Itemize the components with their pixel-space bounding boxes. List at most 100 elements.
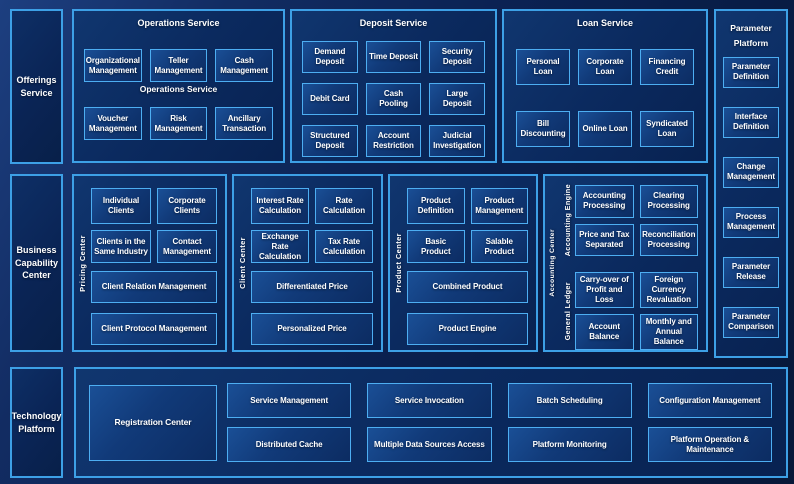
monthly-annual-balance-box: Monthly and Annual Balance (639, 314, 698, 350)
process-management-box: Process Management (723, 206, 779, 238)
deposit-row-1: Demand Deposit Time Deposit Security Dep… (302, 41, 486, 73)
online-loan-box: Online Loan (578, 111, 632, 147)
general-ledger-group: General Ledger Carry-over of Profit and … (559, 272, 698, 350)
configuration-management-box: Configuration Management (647, 383, 772, 418)
account-balance-box: Account Balance (575, 314, 634, 350)
clearing-processing-box: Clearing Processing (639, 185, 698, 218)
pricing-center-side-label: Pricing Center (78, 234, 87, 292)
accounting-center-side-label: Accounting Center (548, 229, 556, 297)
multiple-data-sources-access-box: Multiple Data Sources Access (367, 427, 492, 462)
offerings-service-label: Offerings Service (10, 9, 63, 164)
platform-monitoring-box: Platform Monitoring (507, 427, 632, 462)
interface-definition-box: Interface Definition (723, 106, 779, 138)
client-relation-management-box: Client Relation Management (91, 271, 217, 303)
exchange-rate-calculation-box: Exchange Rate Calculation (251, 230, 309, 263)
contact-management-box: Contact Management (157, 230, 217, 263)
large-deposit-box: Large Deposit (429, 83, 486, 115)
account-restriction-box: Account Restriction (365, 125, 422, 157)
basic-product-box: Basic Product (407, 230, 465, 263)
pricing-center-panel: Pricing Center Individual Clients Corpor… (72, 174, 227, 352)
pricing-center-content: Individual Clients Corporate Clients Cli… (91, 176, 225, 350)
product-row-1: Product Definition Product Management (407, 188, 528, 224)
reconciliation-processing-box: Reconciliation Processing (639, 223, 698, 256)
service-invocation-box: Service Invocation (367, 383, 492, 418)
registration-center-box: Registration Center (89, 384, 217, 461)
accounting-engine-grid: Accounting Processing Clearing Processin… (575, 185, 698, 256)
operations-service-panel: Operations Service Organizational Manage… (72, 9, 285, 163)
product-center-content: Product Definition Product Management Ba… (407, 176, 536, 350)
product-engine-box: Product Engine (407, 313, 528, 345)
distributed-cache-box: Distributed Cache (227, 427, 352, 462)
client-center-panel: Client Center Interest Rate Calculation … (232, 174, 383, 352)
personal-loan-box: Personal Loan (516, 49, 570, 85)
accounting-engine-side-label: Accounting Engine (562, 184, 572, 257)
batch-scheduling-box: Batch Scheduling (507, 383, 632, 418)
cash-pooling-box: Cash Pooling (365, 83, 422, 115)
technology-column-3: Batch Scheduling Platform Monitoring (507, 383, 632, 462)
personalized-price-box: Personalized Price (251, 313, 373, 345)
parameter-comparison-box: Parameter Comparison (723, 306, 779, 338)
operations-service-title: Operations Service (137, 18, 220, 28)
client-row-2: Exchange Rate Calculation Tax Rate Calcu… (251, 230, 373, 263)
carry-over-profit-loss-box: Carry-over of Profit and Loss (575, 272, 634, 308)
accounting-center-panel: Accounting Center Accounting Engine Acco… (543, 174, 708, 352)
time-deposit-box: Time Deposit (365, 41, 422, 73)
combined-product-box: Combined Product (407, 271, 528, 303)
financing-credit-box: Financing Credit (640, 49, 694, 85)
tax-rate-calculation-box: Tax Rate Calculation (315, 230, 373, 263)
deposit-row-3: Structured Deposit Account Restriction J… (302, 125, 486, 157)
bill-discounting-box: Bill Discounting (516, 111, 570, 147)
operations-row-2: Voucher Management Risk Management Ancil… (84, 107, 274, 140)
accounting-engine-group: Accounting Engine Accounting Processing … (559, 184, 698, 257)
general-ledger-grid: Carry-over of Profit and Loss Foreign Cu… (575, 272, 698, 350)
parameter-platform-panel: Parameter Platform Parameter Definition … (714, 9, 788, 358)
price-and-tax-separated-box: Price and Tax Separated (575, 223, 634, 256)
product-row-2: Basic Product Salable Product (407, 230, 528, 263)
product-center-side-label: Product Center (394, 233, 403, 293)
loan-service-title: Loan Service (576, 18, 634, 28)
operations-row-1: Organizational Management Teller Managem… (84, 49, 274, 82)
client-center-content: Interest Rate Calculation Rate Calculati… (251, 176, 381, 350)
loan-row-1: Personal Loan Corporate Loan Financing C… (516, 49, 694, 85)
demand-deposit-box: Demand Deposit (302, 41, 358, 73)
product-management-box: Product Management (470, 188, 528, 224)
rate-calculation-box: Rate Calculation (315, 188, 373, 224)
operations-service-mid-label: Operations Service (139, 84, 218, 94)
foreign-currency-revaluation-box: Foreign Currency Revaluation (639, 272, 698, 308)
service-management-box: Service Management (227, 383, 352, 418)
clients-same-industry-box: Clients in the Same Industry (91, 230, 151, 263)
corporate-clients-box: Corporate Clients (157, 188, 217, 224)
parameter-platform-title-line1: Parameter (730, 23, 772, 33)
technology-column-4: Configuration Management Platform Operat… (647, 383, 772, 462)
loan-row-2: Bill Discounting Online Loan Syndicated … (516, 111, 694, 147)
syndicated-loan-box: Syndicated Loan (640, 111, 694, 147)
deposit-row-2: Debit Card Cash Pooling Large Deposit (302, 83, 486, 115)
ancillary-transaction-box: Ancillary Transaction (215, 107, 274, 140)
corporate-loan-box: Corporate Loan (578, 49, 632, 85)
pricing-row-1: Individual Clients Corporate Clients (91, 188, 217, 224)
deposit-service-panel: Deposit Service Demand Deposit Time Depo… (290, 9, 497, 163)
general-ledger-side-label: General Ledger (562, 281, 572, 341)
parameter-definition-box: Parameter Definition (723, 56, 779, 88)
pricing-row-2: Clients in the Same Industry Contact Man… (91, 230, 217, 263)
platform-operation-maintenance-box: Platform Operation & Maintenance (647, 427, 772, 462)
technology-columns: Service Management Distributed Cache Ser… (227, 383, 772, 462)
product-definition-box: Product Definition (407, 188, 465, 224)
accounting-groups: Accounting Engine Accounting Processing … (559, 176, 706, 350)
cash-management-box: Cash Management (215, 49, 274, 82)
technology-platform-panel: Registration Center Service Management D… (74, 367, 788, 478)
client-row-1: Interest Rate Calculation Rate Calculati… (251, 188, 373, 224)
change-management-box: Change Management (723, 156, 779, 188)
technology-platform-label: Technology Platform (10, 367, 63, 478)
parameter-platform-title-line2: Platform (733, 37, 769, 48)
risk-management-box: Risk Management (149, 107, 208, 140)
product-center-panel: Product Center Product Definition Produc… (388, 174, 538, 352)
client-protocol-management-box: Client Protocol Management (91, 313, 217, 345)
structured-deposit-box: Structured Deposit (302, 125, 358, 157)
differentiated-price-box: Differentiated Price (251, 271, 373, 303)
judicial-investigation-box: Judicial Investigation (429, 125, 486, 157)
parameter-release-box: Parameter Release (723, 256, 779, 288)
individual-clients-box: Individual Clients (91, 188, 151, 224)
deposit-service-title: Deposit Service (359, 18, 428, 28)
